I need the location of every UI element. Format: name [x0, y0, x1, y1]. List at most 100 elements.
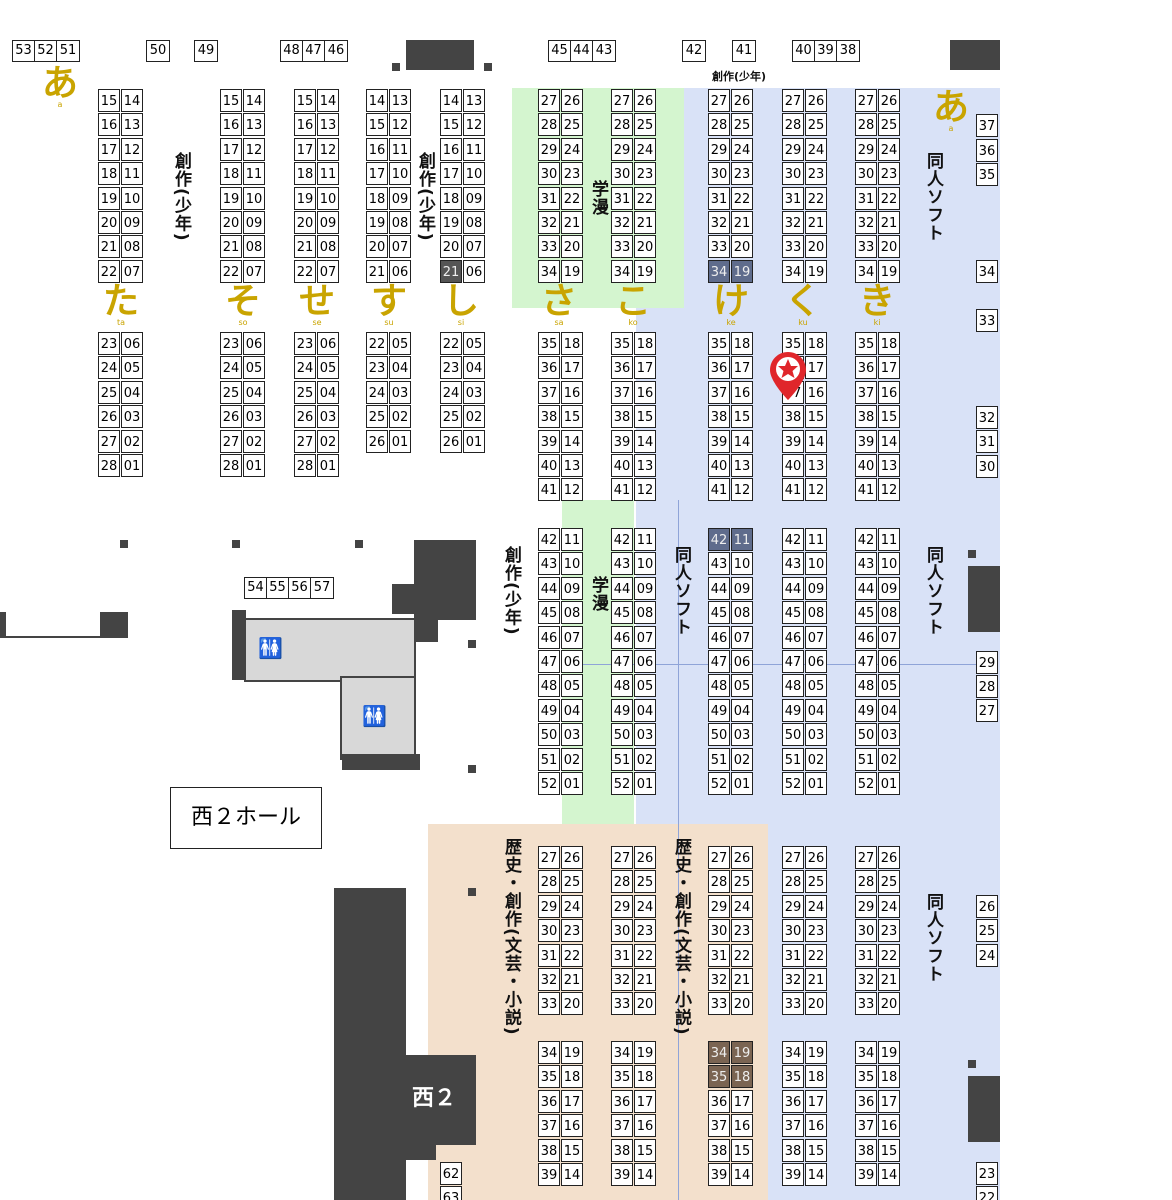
- booth-cell[interactable]: 24: [561, 894, 583, 918]
- booth-cell[interactable]: 05: [389, 332, 411, 355]
- booth-cell[interactable]: 03: [878, 723, 900, 747]
- booth-cell[interactable]: 15: [878, 1138, 900, 1162]
- booth-cell[interactable]: 28: [976, 675, 998, 698]
- booth-cell[interactable]: 08: [463, 210, 485, 234]
- booth-cell[interactable]: 02: [389, 405, 411, 429]
- booth-cell[interactable]: 11: [561, 528, 583, 551]
- booth-cell[interactable]: 19: [220, 186, 242, 210]
- booth-cell[interactable]: 17: [98, 137, 120, 161]
- booth-cell[interactable]: 15: [634, 1138, 656, 1162]
- booth-cell[interactable]: 05: [121, 356, 143, 380]
- booth-cell[interactable]: 19: [805, 1041, 827, 1064]
- booth-cell[interactable]: 30: [782, 162, 804, 186]
- booth-cell[interactable]: 07: [243, 259, 265, 283]
- booth-cell[interactable]: 26: [805, 846, 827, 869]
- booth-cell[interactable]: 14: [243, 89, 265, 112]
- booth-cell[interactable]: 24: [561, 137, 583, 161]
- booth-cell[interactable]: 01: [243, 453, 265, 477]
- booth-cell[interactable]: 06: [243, 332, 265, 355]
- booth-cell[interactable]: 14: [805, 429, 827, 453]
- booth-cell[interactable]: 26: [634, 846, 656, 869]
- booth-cell[interactable]: 22: [220, 259, 242, 283]
- booth-cell[interactable]: 28: [855, 870, 877, 894]
- booth-cell[interactable]: 17: [561, 356, 583, 380]
- booth-cell[interactable]: 23: [878, 162, 900, 186]
- booth-cell[interactable]: 04: [805, 698, 827, 722]
- booth-cell[interactable]: 11: [731, 528, 753, 551]
- booth-cell[interactable]: 19: [440, 210, 462, 234]
- booth-cell[interactable]: 27: [782, 846, 804, 869]
- booth-cell[interactable]: 28: [538, 870, 560, 894]
- booth-cell[interactable]: 02: [878, 747, 900, 771]
- booth-cell[interactable]: 02: [634, 747, 656, 771]
- booth-cell[interactable]: 03: [731, 723, 753, 747]
- booth-cell[interactable]: 39: [611, 429, 633, 453]
- booth-cell[interactable]: 17: [805, 1089, 827, 1113]
- booth-cell[interactable]: 31: [855, 186, 877, 210]
- booth-cell[interactable]: 21: [98, 235, 120, 259]
- booth-cell[interactable]: 29: [538, 894, 560, 918]
- booth-cell[interactable]: 03: [463, 380, 485, 404]
- booth-cell[interactable]: 13: [317, 113, 339, 137]
- booth-cell[interactable]: 51: [708, 747, 730, 771]
- booth-cell[interactable]: 09: [731, 576, 753, 600]
- booth-cell[interactable]: 19: [366, 210, 388, 234]
- booth-cell[interactable]: 10: [463, 162, 485, 186]
- booth-cell[interactable]: 11: [243, 162, 265, 186]
- booth-cell[interactable]: 26: [366, 429, 388, 453]
- booth-cell[interactable]: 17: [731, 356, 753, 380]
- booth-cell[interactable]: 34: [708, 259, 730, 283]
- booth-cell[interactable]: 43: [782, 552, 804, 576]
- booth-cell[interactable]: 35: [855, 332, 877, 355]
- booth-cell[interactable]: 27: [611, 846, 633, 869]
- booth-cell[interactable]: 32: [611, 210, 633, 234]
- booth-cell[interactable]: 18: [731, 1065, 753, 1089]
- booth-cell[interactable]: 49: [611, 698, 633, 722]
- booth-cell[interactable]: 30: [708, 919, 730, 943]
- booth-cell[interactable]: 21: [440, 259, 462, 283]
- booth-cell[interactable]: 50: [855, 723, 877, 747]
- booth-cell[interactable]: 15: [805, 405, 827, 429]
- booth-cell[interactable]: 42: [611, 528, 633, 551]
- booth-cell[interactable]: 22: [805, 186, 827, 210]
- booth-cell[interactable]: 28: [782, 113, 804, 137]
- booth-cell[interactable]: 14: [805, 1162, 827, 1186]
- booth-cell[interactable]: 12: [389, 113, 411, 137]
- booth-cell[interactable]: 10: [731, 552, 753, 576]
- booth-cell[interactable]: 47: [538, 649, 560, 673]
- booth-cell[interactable]: 32: [708, 967, 730, 991]
- booth-cell[interactable]: 38: [708, 1138, 730, 1162]
- booth-cell[interactable]: 02: [463, 405, 485, 429]
- booth-cell[interactable]: 02: [731, 747, 753, 771]
- booth-cell[interactable]: 34: [538, 1041, 560, 1064]
- booth-cell[interactable]: 14: [878, 1162, 900, 1186]
- booth-cell[interactable]: 24: [440, 380, 462, 404]
- booth-cell[interactable]: 09: [243, 210, 265, 234]
- booth-cell[interactable]: 29: [611, 894, 633, 918]
- booth-cell[interactable]: 10: [634, 552, 656, 576]
- booth-cell[interactable]: 36: [976, 139, 998, 162]
- booth-cell[interactable]: 07: [317, 259, 339, 283]
- booth-cell[interactable]: 39: [708, 429, 730, 453]
- booth-cell[interactable]: 11: [317, 162, 339, 186]
- booth-cell[interactable]: 25: [805, 870, 827, 894]
- booth-cell[interactable]: 06: [634, 649, 656, 673]
- booth-cell[interactable]: 16: [878, 1114, 900, 1138]
- booth-cell[interactable]: 20: [366, 235, 388, 259]
- booth-cell[interactable]: 25: [294, 380, 316, 404]
- booth-cell[interactable]: 32: [538, 967, 560, 991]
- booth-cell[interactable]: 52: [611, 771, 633, 795]
- booth-cell[interactable]: 38: [855, 405, 877, 429]
- booth-cell[interactable]: 38: [782, 1138, 804, 1162]
- booth-cell[interactable]: 28: [294, 453, 316, 477]
- booth-cell[interactable]: 39: [538, 1162, 560, 1186]
- booth-cell[interactable]: 21: [731, 210, 753, 234]
- booth-cell[interactable]: 18: [878, 1065, 900, 1089]
- booth-cell[interactable]: 28: [855, 113, 877, 137]
- booth-cell[interactable]: 09: [878, 576, 900, 600]
- booth-cell[interactable]: 21: [805, 967, 827, 991]
- booth-cell[interactable]: 26: [731, 846, 753, 869]
- booth-cell[interactable]: 28: [782, 870, 804, 894]
- booth-cell[interactable]: 33: [611, 992, 633, 1016]
- booth-cell[interactable]: 25: [878, 113, 900, 137]
